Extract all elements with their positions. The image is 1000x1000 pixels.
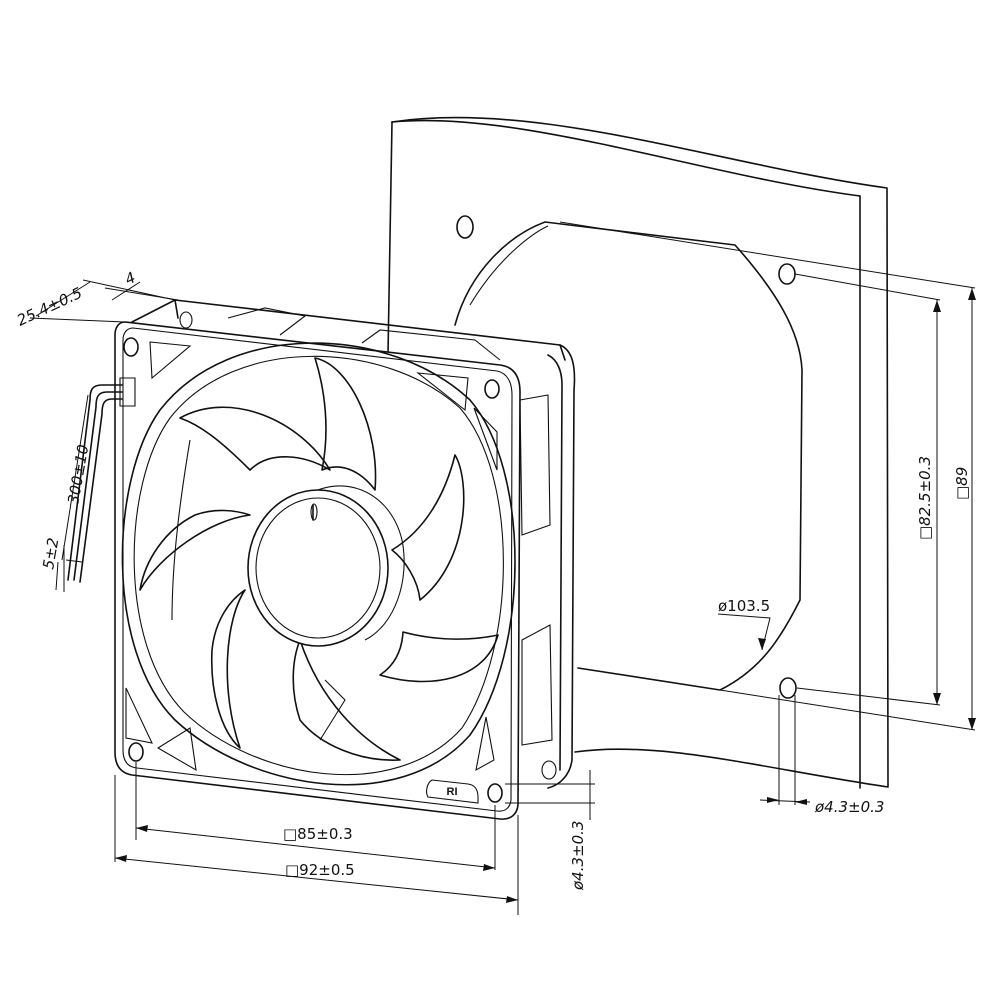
depth-dim-label: 25.4±0.5 <box>14 284 85 330</box>
panel-hole-bottom-right <box>779 677 797 699</box>
frame-hole-bottom-left <box>128 742 144 762</box>
panel-hole-top-left <box>456 215 474 239</box>
hole-spacing-label: □85±0.3 <box>283 825 353 843</box>
frame-hole-bottom-right <box>487 783 503 803</box>
fan-hub <box>247 485 405 647</box>
fan-blades <box>139 357 499 761</box>
lead-wires <box>65 377 136 583</box>
panel-hole-spacing-label: □82.5±0.3 <box>916 456 934 540</box>
mounting-panel <box>385 116 889 789</box>
panel-hole-dia-label: ø4.3±0.3 <box>814 798 884 816</box>
ri-marking: RI <box>426 779 479 804</box>
frame-hole-top-left <box>123 337 139 357</box>
panel-hole-top-right <box>778 263 796 285</box>
fan-frame-back <box>131 299 576 789</box>
flange-dim-label: 4 <box>122 268 138 288</box>
ri-label: RI <box>447 786 458 798</box>
frame-size-label: □92±0.5 <box>285 861 355 879</box>
lead-strip-label: 5±2 <box>39 536 62 570</box>
cutout-dia-label: ø103.5 <box>718 597 770 615</box>
panel-size-label: □89 <box>953 467 971 500</box>
frame-hole-top-right <box>484 379 500 399</box>
frame-hole-label: ø4.3±0.3 <box>569 821 587 891</box>
dimension-arrows <box>115 288 976 903</box>
